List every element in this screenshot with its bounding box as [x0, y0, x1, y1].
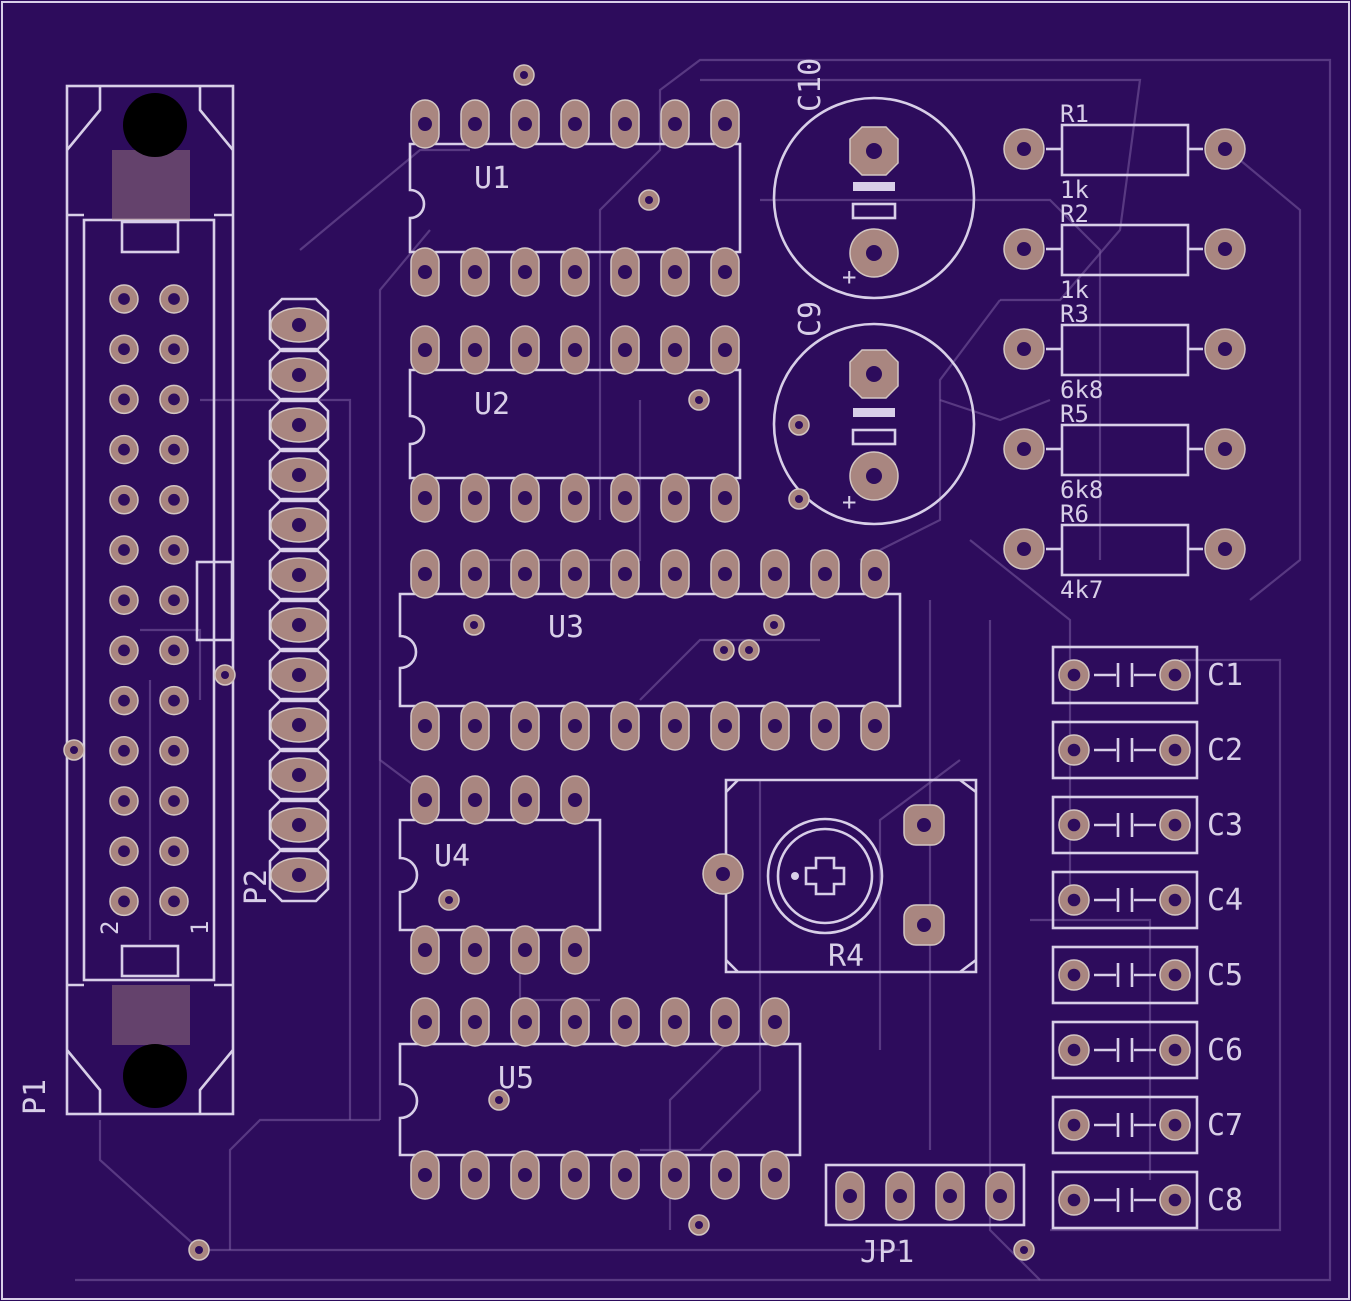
resistor-r5: R5 6k8 — [1003, 400, 1246, 504]
u2-label: U2 — [474, 387, 510, 422]
u1-label: U1 — [474, 161, 510, 196]
r4-label: R4 — [828, 939, 864, 974]
c8-label: C8 — [1207, 1183, 1243, 1218]
capacitor-c5: C5 — [1051, 945, 1243, 1005]
resistor-r3: R3 6k8 — [1003, 300, 1246, 404]
u5-label: U5 — [498, 1061, 534, 1096]
vias — [63, 64, 1035, 1261]
capacitor-c9: + C9 — [772, 301, 976, 526]
r2-value: 1k — [1060, 276, 1089, 304]
capacitor-c8: C8 — [1051, 1170, 1243, 1230]
c5-label: C5 — [1207, 958, 1243, 993]
ic-u2: U2 — [408, 325, 742, 523]
r6-label: R6 — [1060, 500, 1089, 528]
r3-value: 6k8 — [1060, 376, 1103, 404]
ic-u3: U3 — [398, 549, 902, 751]
r5-value: 6k8 — [1060, 476, 1103, 504]
c7-label: C7 — [1207, 1108, 1243, 1143]
capacitor-c6: C6 — [1051, 1020, 1243, 1080]
r3-label: R3 — [1060, 300, 1089, 328]
c10-label: C10 — [793, 58, 828, 112]
r6-value: 4k7 — [1060, 576, 1103, 604]
resistor-r2: R2 1k — [1003, 200, 1246, 304]
resistor-r1: R1 1k — [1003, 100, 1246, 204]
capacitor-c2: C2 — [1051, 720, 1243, 780]
jumper-jp1: JP1 — [824, 1163, 1026, 1270]
p2-label: P2 — [239, 869, 274, 905]
r5-label: R5 — [1060, 400, 1089, 428]
capacitor-c1: C1 — [1051, 645, 1243, 705]
r2-label: R2 — [1060, 200, 1089, 228]
c9-plus-mark: + — [842, 488, 856, 516]
c1-label: C1 — [1207, 658, 1243, 693]
c9-label: C9 — [793, 301, 828, 337]
connector-p1: P1 2 1 — [18, 84, 235, 1116]
ic-u4: U4 — [398, 775, 602, 975]
c4-label: C4 — [1207, 883, 1243, 918]
mounting-hole-bottom — [123, 1044, 187, 1108]
r1-label: R1 — [1060, 100, 1089, 128]
capacitor-c3: C3 — [1051, 795, 1243, 855]
connector-p2: P2 — [239, 297, 330, 905]
capacitor-c10: + C10 — [772, 58, 976, 300]
capacitor-c4: C4 — [1051, 870, 1243, 930]
resistor-r6: R6 4k7 — [1003, 500, 1246, 604]
u3-label: U3 — [548, 610, 584, 645]
ic-u1: U1 — [408, 99, 742, 297]
c2-label: C2 — [1207, 733, 1243, 768]
mounting-hole-top — [123, 93, 187, 157]
potentiometer-r4: R4 — [702, 778, 978, 974]
p1-label: P1 — [18, 1079, 53, 1115]
capacitor-c7: C7 — [1051, 1095, 1243, 1155]
c6-label: C6 — [1207, 1033, 1243, 1068]
p1-pin2-label: 2 — [96, 921, 124, 935]
ic-u5: U5 — [398, 997, 802, 1200]
p1-pin1-label: 1 — [186, 921, 214, 935]
c10-plus-mark: + — [842, 263, 856, 291]
jp1-label: JP1 — [860, 1235, 914, 1270]
trace-layer — [75, 58, 1332, 1282]
r1-value: 1k — [1060, 176, 1089, 204]
u4-label: U4 — [434, 839, 470, 874]
c3-label: C3 — [1207, 808, 1243, 843]
